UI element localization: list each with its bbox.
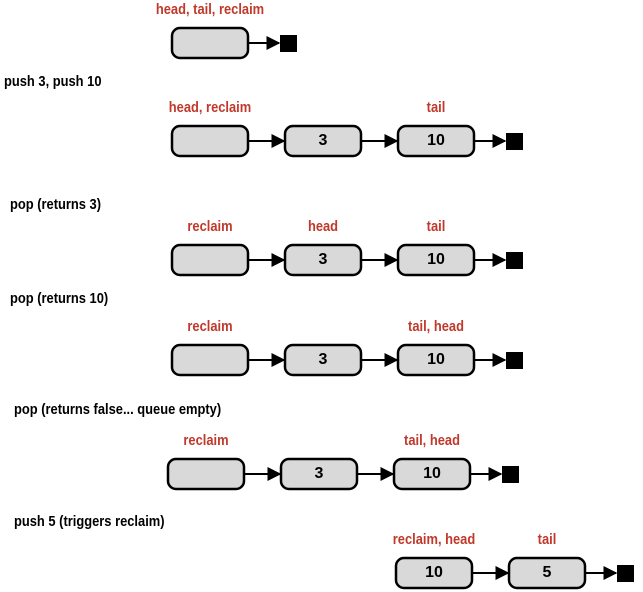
node-value: 3 [318,351,328,368]
queue-row-4 [166,457,519,491]
node-value: 5 [542,564,552,581]
null-terminator [506,352,523,369]
dummy-node [170,26,250,60]
null-terminator [506,252,523,269]
node-value: 10 [427,251,445,268]
pointer-label: head [307,218,339,235]
node-value: 3 [318,251,328,268]
pointer-label: tail [426,218,446,235]
dummy-node [170,243,250,277]
pointer-label: tail, head [404,432,460,449]
queue-row-1 [170,124,523,158]
node-value: 10 [425,564,443,581]
null-terminator [502,466,519,483]
pointer-label: head, tail, reclaim [155,1,265,18]
step-label: push 5 (triggers reclaim) [14,513,165,530]
step-label: pop (returns 10) [10,290,109,307]
pointer-label: head, reclaim [168,99,252,116]
dummy-node [170,124,250,158]
node-value: 10 [427,132,445,149]
queue-row-2 [170,243,523,277]
pointer-label: reclaim, head [392,531,476,548]
node-value: 10 [423,465,441,482]
node-value: 3 [318,132,328,149]
pointer-label: reclaim [183,432,229,449]
queue-row-0 [170,26,297,60]
step-label: pop (returns false... queue empty) [14,401,222,418]
node-value: 10 [427,351,445,368]
pointer-label: tail, head [408,318,464,335]
pointer-label: tail [537,531,557,548]
dummy-node [170,343,250,377]
queue-row-3 [170,343,523,377]
queue-row-5 [394,556,634,590]
step-label: pop (returns 3) [10,196,102,213]
pointer-label: tail [426,99,446,116]
null-terminator [506,133,523,150]
null-terminator [617,565,634,582]
pointer-label: reclaim [187,218,233,235]
pointer-label: reclaim [187,318,233,335]
step-label: push 3, push 10 [4,73,102,90]
node-value: 3 [314,465,324,482]
dummy-node [166,457,246,491]
null-terminator [280,35,297,52]
